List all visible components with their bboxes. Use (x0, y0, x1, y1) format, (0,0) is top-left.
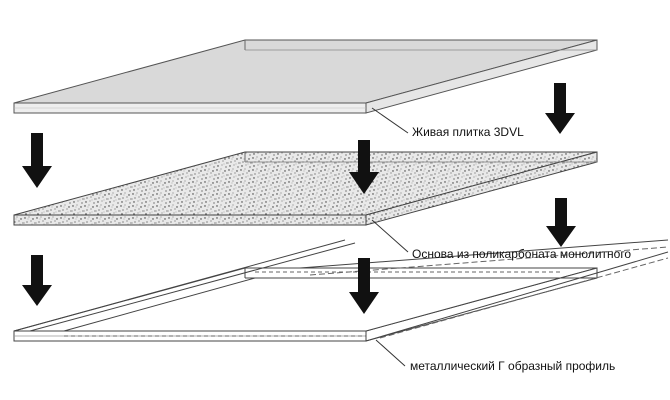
down-arrow-icon (22, 133, 52, 188)
bottom-layer-metal-frame (13, 239, 669, 342)
down-arrow-icon (349, 258, 379, 314)
down-arrow-icon (349, 140, 379, 194)
label-middle-layer: Основа из поликарбоната монолитного (412, 247, 631, 261)
leader-line-middle (371, 219, 409, 253)
down-arrow-icon (545, 83, 575, 134)
leader-line-bottom (375, 339, 406, 367)
middle-layer-polycarbonate (13, 151, 598, 226)
down-arrow-icon (22, 255, 52, 306)
top-layer-tile (13, 39, 598, 114)
leader-line-top (371, 107, 409, 134)
down-arrow-icon (546, 198, 576, 247)
label-top-layer: Живая плитка 3DVL (412, 125, 524, 139)
label-bottom-layer: металлический Г образный профиль (410, 359, 615, 373)
